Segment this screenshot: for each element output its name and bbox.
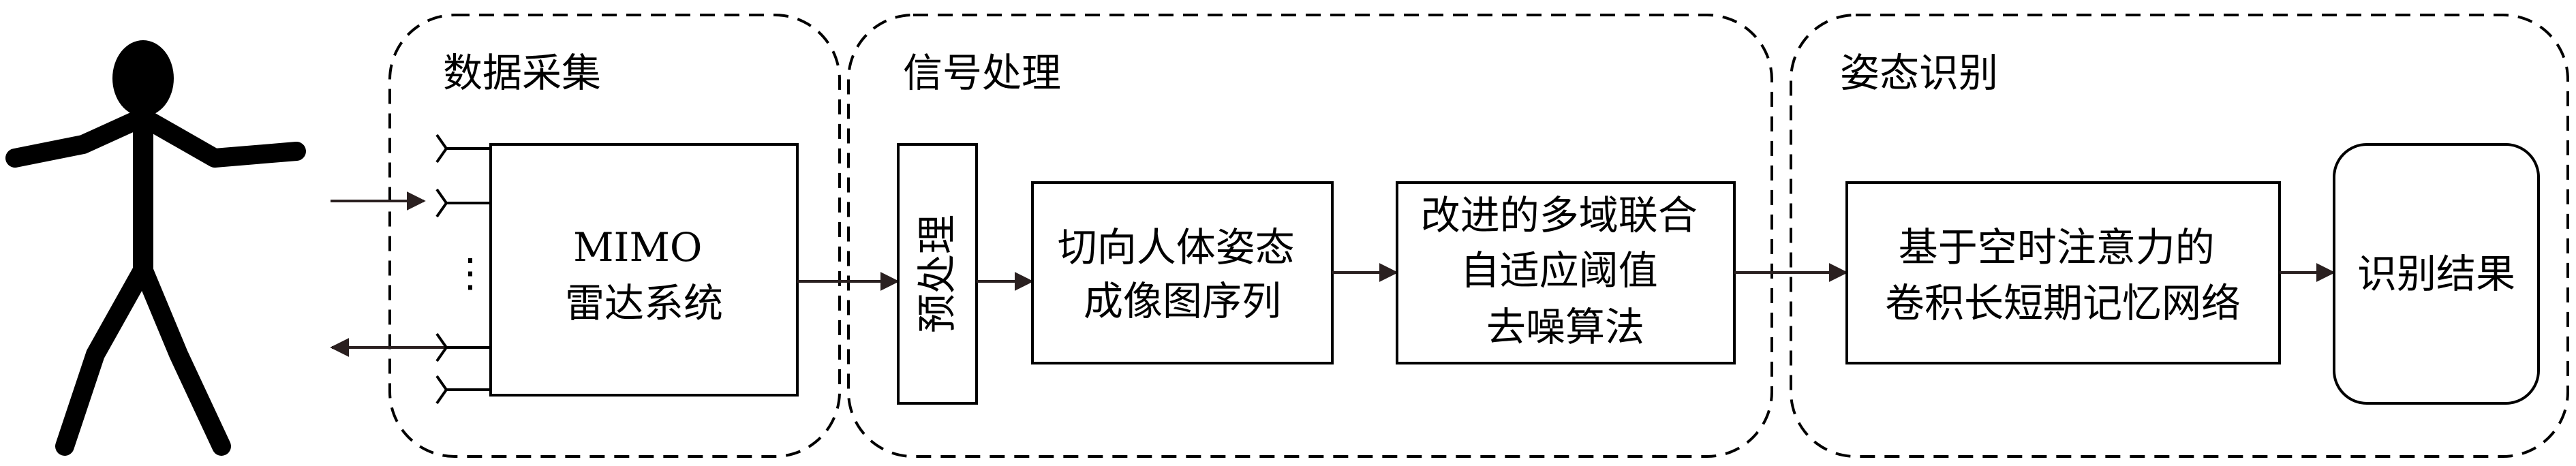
denoise-label-line-1: 改进的多域联合 xyxy=(1421,192,1698,238)
svg-text:切向人体姿态 成像图序列: 切向人体姿态 成像图序列 xyxy=(1058,224,1307,324)
result-label: 识别结果 xyxy=(2357,251,2515,297)
svg-text:基于空时注意力的 卷积长短期记忆网络: 基于空时注意力的 卷积长短期记忆网络 xyxy=(1885,224,2241,326)
stage-recognition-container xyxy=(1790,14,2569,458)
stage-processing-title: 信号处理 xyxy=(903,50,1061,96)
antenna-icon xyxy=(435,188,491,218)
human-figure-icon xyxy=(5,40,306,456)
preprocess-label: 预处理 xyxy=(914,215,960,333)
antenna-ellipsis: ⋮ xyxy=(450,249,490,296)
stage-recognition-title: 姿态识别 xyxy=(1840,50,1998,96)
imaging-sequence-block xyxy=(1031,181,1334,364)
denoise-algorithm-block xyxy=(1396,181,1736,364)
radar-label-line-2: 雷达系统 xyxy=(565,280,723,326)
network-label-line-2: 卷积长短期记忆网络 xyxy=(1885,280,2241,326)
antenna-icon xyxy=(435,375,491,405)
svg-text:改进的多域联合 自适应阈值 去噪算法: 改进的多域联合 自适应阈值 去噪算法 xyxy=(1421,192,1710,350)
radar-label-line-1: MIMO xyxy=(573,224,702,270)
stage-acquisition-title: 数据采集 xyxy=(443,50,601,96)
preprocess-block xyxy=(897,143,978,405)
antenna-icon xyxy=(435,134,491,164)
denoise-label-line-2: 自适应阈值 xyxy=(1460,247,1658,294)
antenna-icon xyxy=(435,332,491,362)
imaging-label-line-2: 成像图序列 xyxy=(1084,278,1281,324)
radar-system-block xyxy=(489,143,799,397)
stage-acquisition-container xyxy=(388,14,841,458)
stage-processing-container xyxy=(847,14,1773,458)
imaging-label-line-1: 切向人体姿态 xyxy=(1058,224,1295,270)
svg-text:MIMO 雷达系统: MIMO 雷达系统 xyxy=(565,224,723,326)
recognition-result-block xyxy=(2333,143,2540,405)
network-label-line-1: 基于空时注意力的 xyxy=(1899,224,2215,270)
convlstm-network-block xyxy=(1845,181,2281,364)
denoise-label-line-3: 去噪算法 xyxy=(1486,304,1644,350)
antenna-array xyxy=(435,134,491,405)
